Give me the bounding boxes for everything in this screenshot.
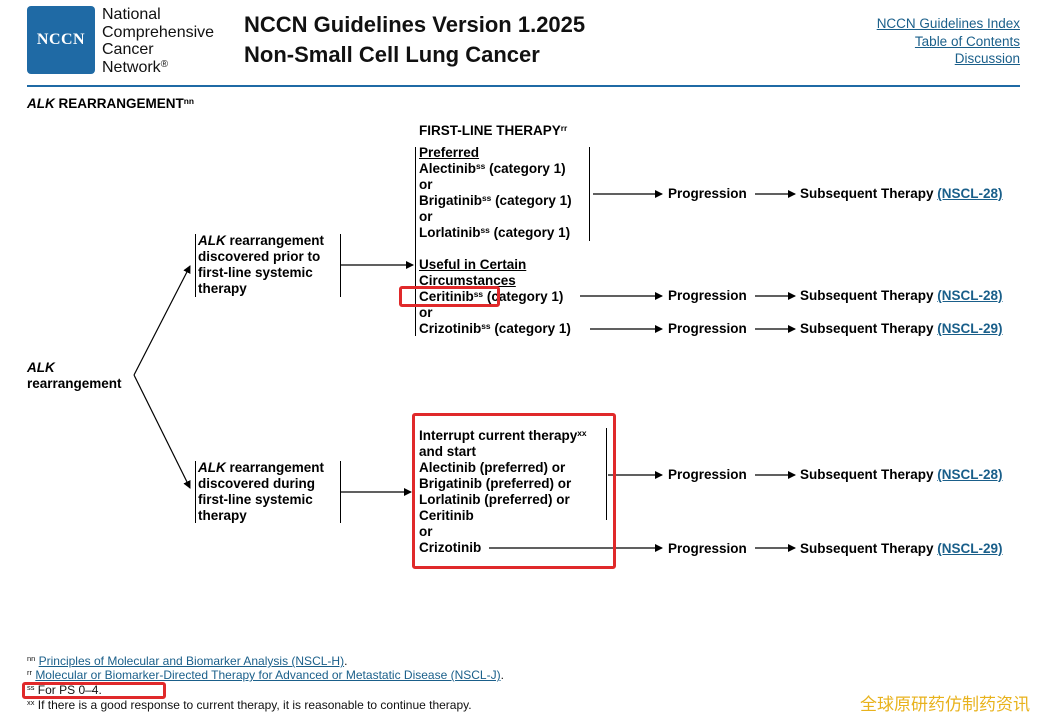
- first-line-therapy-header: FIRST-LINE THERAPYrr: [419, 122, 568, 138]
- alk-rearrangement-root: ALK rearrangement: [27, 360, 122, 391]
- useful-in-certain-circumstances: Useful in Certain Circumstances Ceritini…: [419, 257, 571, 336]
- registered-mark: ®: [160, 58, 168, 70]
- interrupt-therapy-regimens: Interrupt current therapyxx and start Al…: [419, 427, 587, 555]
- highlight-box-ceritinib: [399, 286, 500, 307]
- logo-text: NCCN: [36, 31, 86, 48]
- highlight-box-footnote-ss: [22, 682, 166, 699]
- discussion-link[interactable]: Discussion: [954, 51, 1020, 66]
- preferred-regimens: Preferred Alectinibss (category 1) or Br…: [419, 145, 572, 240]
- footnote-nn: nn Principles of Molecular and Biomarker…: [27, 654, 348, 668]
- header-links: NCCN Guidelines Index Table of Contents …: [877, 15, 1020, 68]
- preferred-label: Preferred: [419, 145, 480, 160]
- subsequent-therapy: Subsequent Therapy (NSCL-29): [800, 321, 1003, 336]
- table-of-contents-link[interactable]: Table of Contents: [914, 33, 1020, 49]
- footnote-rr: rr Molecular or Biomarker-Directed Thera…: [27, 668, 504, 682]
- subsequent-therapy: Subsequent Therapy (NSCL-28): [800, 467, 1003, 482]
- progression-label: Progression: [668, 541, 747, 556]
- highlight-box-interrupt: [412, 413, 616, 569]
- nscl-28-link[interactable]: (NSCL-28): [937, 288, 1003, 303]
- branch-prior-first-line: ALK rearrangement discovered prior to fi…: [198, 233, 325, 296]
- nccn-logo: NCCN: [27, 6, 95, 74]
- footnote-ref-nn: nn: [183, 95, 194, 106]
- guideline-disease-title: Non-Small Cell Lung Cancer: [244, 42, 540, 67]
- progression-label: Progression: [668, 321, 747, 336]
- organization-name: National Comprehensive Cancer Network®: [102, 6, 214, 76]
- subsequent-therapy: Subsequent Therapy (NSCL-28): [800, 186, 1003, 201]
- bracket-right: [340, 461, 341, 523]
- nscl-28-link[interactable]: (NSCL-28): [937, 186, 1003, 201]
- subsequent-therapy: Subsequent Therapy (NSCL-28): [800, 288, 1003, 303]
- branch-during-first-line: ALK rearrangement discovered during firs…: [198, 460, 325, 523]
- org-line: National: [102, 6, 161, 23]
- footnote-xx: xx If there is a good response to curren…: [27, 698, 472, 712]
- progression-label: Progression: [668, 467, 747, 482]
- preferred-bracket-right: [589, 147, 590, 241]
- guidelines-index-link[interactable]: NCCN Guidelines Index: [876, 16, 1020, 31]
- subsequent-therapy: Subsequent Therapy (NSCL-29): [800, 541, 1003, 556]
- progression-label: Progression: [668, 288, 747, 303]
- section-title: ALK REARRANGEMENTnn: [27, 95, 194, 111]
- bracket-left: [195, 461, 196, 523]
- nscl-28-link[interactable]: (NSCL-28): [937, 467, 1003, 482]
- arrow-to-prior: [133, 265, 191, 376]
- arrow-to-during: [133, 374, 191, 489]
- org-line: Comprehensive: [102, 23, 215, 41]
- org-line: Network: [102, 58, 161, 76]
- ceritinib-label: Ceritinib: [419, 289, 474, 304]
- header-divider: [27, 85, 1020, 87]
- bracket-left: [195, 234, 196, 297]
- org-line: Cancer: [102, 41, 154, 58]
- nscl-29-link[interactable]: (NSCL-29): [937, 541, 1003, 556]
- watermark: 全球原研药仿制药资讯: [860, 695, 1030, 714]
- molecular-analysis-link[interactable]: Principles of Molecular and Biomarker An…: [38, 654, 345, 668]
- interrupt-bracket-right: [606, 428, 607, 520]
- bracket-right: [340, 234, 341, 297]
- footnote-ss: ss For PS 0–4.: [27, 683, 102, 697]
- biomarker-therapy-link[interactable]: Molecular or Biomarker-Directed Therapy …: [35, 668, 501, 682]
- nscl-29-link[interactable]: (NSCL-29): [937, 321, 1003, 336]
- guideline-version-title: NCCN Guidelines Version 1.2025: [244, 12, 586, 37]
- progression-label: Progression: [668, 186, 747, 201]
- first-line-bracket: [415, 147, 416, 336]
